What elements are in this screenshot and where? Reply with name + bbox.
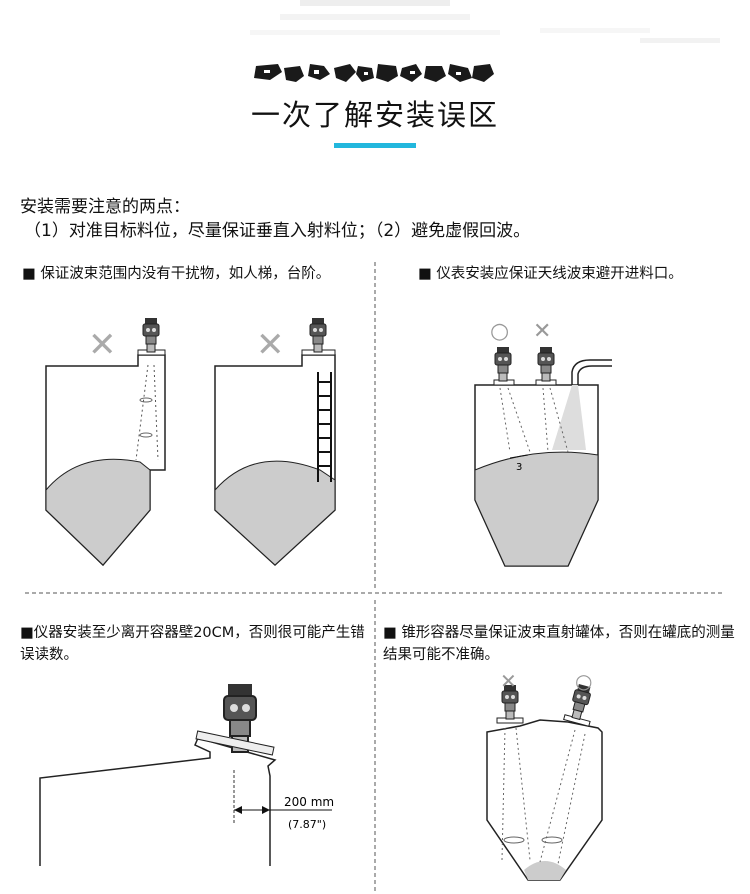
bullet-square: ■ [418,266,432,282]
bullet-square: ■ [20,625,34,641]
note-interference: ■ 保证波束范围内没有干扰物，如人梯，台阶。 [22,263,330,285]
angle-label: 3 [516,462,522,473]
bullet-square: ■ [22,266,36,282]
intro-line-1: 安装需要注意的两点： [20,197,190,217]
dimension-in: (7.87") [288,818,326,831]
note-cone: ■ 锥形容器尽量保证波束直射罐体，否则在罐底的测量结果可能不准确。 [383,622,738,666]
tank-cone-diagram: ✕ ○ [486,669,603,881]
note-inlet: ■ 仪表安装应保证天线波束避开进料口。 [418,263,683,285]
cross-mark-icon: ✕ [533,319,551,344]
accent-bar [334,143,416,148]
circle-mark-icon: ○ [575,669,592,693]
dimension-mm: 200 mm [284,795,334,809]
radar-sensor-icon [494,346,512,382]
note-text: 仪表安装应保证天线波束避开进料口。 [436,266,683,282]
inlet-pipe-icon [577,365,612,385]
tank-step-diagram: ✕ [45,317,166,567]
note-text: 保证波束范围内没有干扰物，如人梯，台阶。 [40,266,331,282]
cross-mark-icon: ✕ [500,669,517,693]
header-banner [250,0,720,43]
note-text: 仪器安装至少离开容器壁20CM，否则很可能产生错误读数。 [20,625,365,663]
note-wall-distance: ■仪器安装至少离开容器壁20CM，否则很可能产生错误读数。 [20,622,370,666]
tank-ladder-diagram: ✕ [214,317,336,567]
cross-mark-icon: ✕ [88,325,117,365]
cross-mark-icon: ✕ [256,325,285,365]
radar-sensor-icon [537,346,555,382]
radar-sensor-icon [142,317,160,353]
tank-wall-distance-diagram: 200 mm (7.87") [39,683,334,866]
logo-graphic [254,64,494,82]
circle-mark-icon: ○ [490,319,509,344]
tank-inlet-diagram: 3 ○ ✕ [474,319,612,567]
ladder-icon [317,372,332,482]
note-text: 锥形容器尽量保证波束直射罐体，否则在罐底的测量结果可能不准确。 [383,625,735,663]
bullet-square: ■ [383,625,397,641]
radar-sensor-icon [309,317,327,353]
intro-line-2: （1）对准目标料位，尽量保证垂直入射料位；（2）避免虚假回波。 [24,221,531,241]
page-title: 一次了解安装误区 [250,98,499,132]
